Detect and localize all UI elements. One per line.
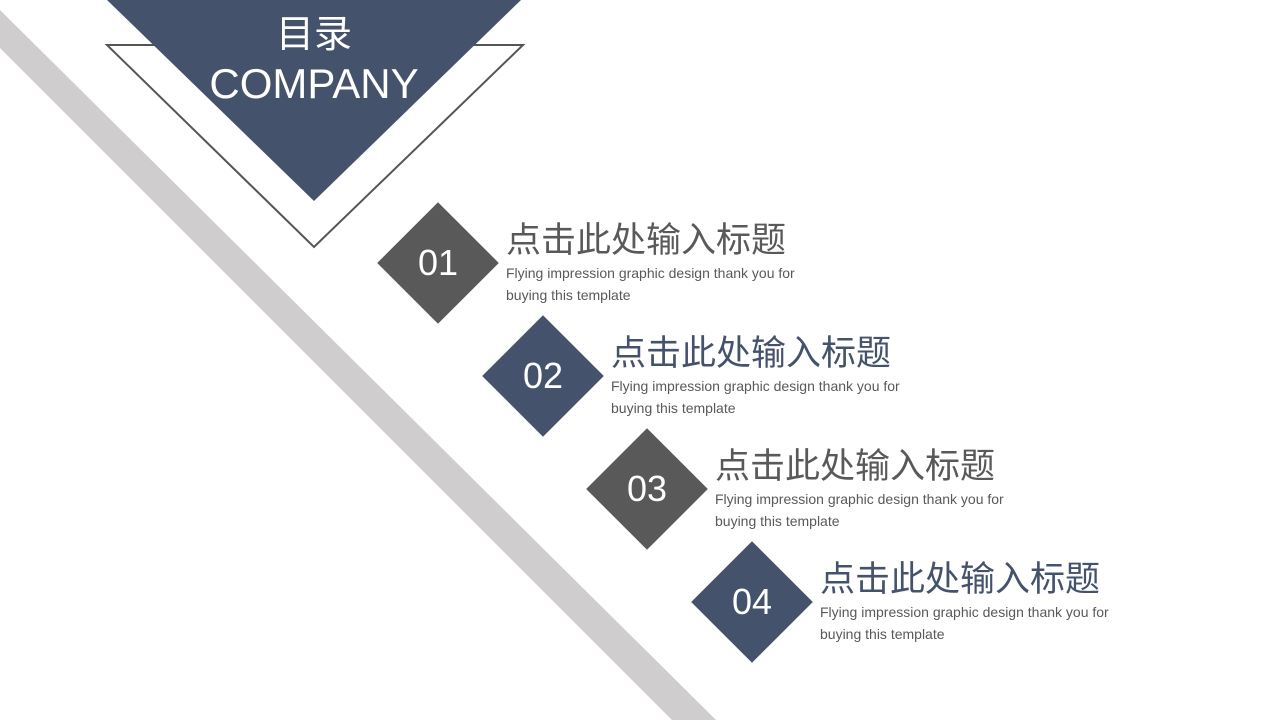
item-number: 02: [522, 355, 564, 396]
item-title[interactable]: 点击此处输入标题: [820, 560, 1101, 600]
item-description: Flying impression graphic design thank y…: [820, 604, 1109, 642]
header-triangle: [107, 0, 521, 201]
item-title[interactable]: 点击此处输入标题: [506, 221, 787, 261]
header-title-en: COMPANY: [209, 60, 419, 107]
item-number: 01: [417, 242, 459, 283]
item-number: 03: [626, 468, 668, 509]
item-title[interactable]: 点击此处输入标题: [611, 334, 892, 374]
item-description: Flying impression graphic design thank y…: [506, 265, 795, 303]
header-title-cn: 目录: [275, 12, 352, 56]
item-description: Flying impression graphic design thank y…: [611, 378, 900, 416]
item-number: 04: [731, 581, 773, 622]
item-description: Flying impression graphic design thank y…: [715, 491, 1004, 529]
diagonal-stripe: [0, 10, 716, 720]
item-title[interactable]: 点击此处输入标题: [715, 447, 996, 487]
